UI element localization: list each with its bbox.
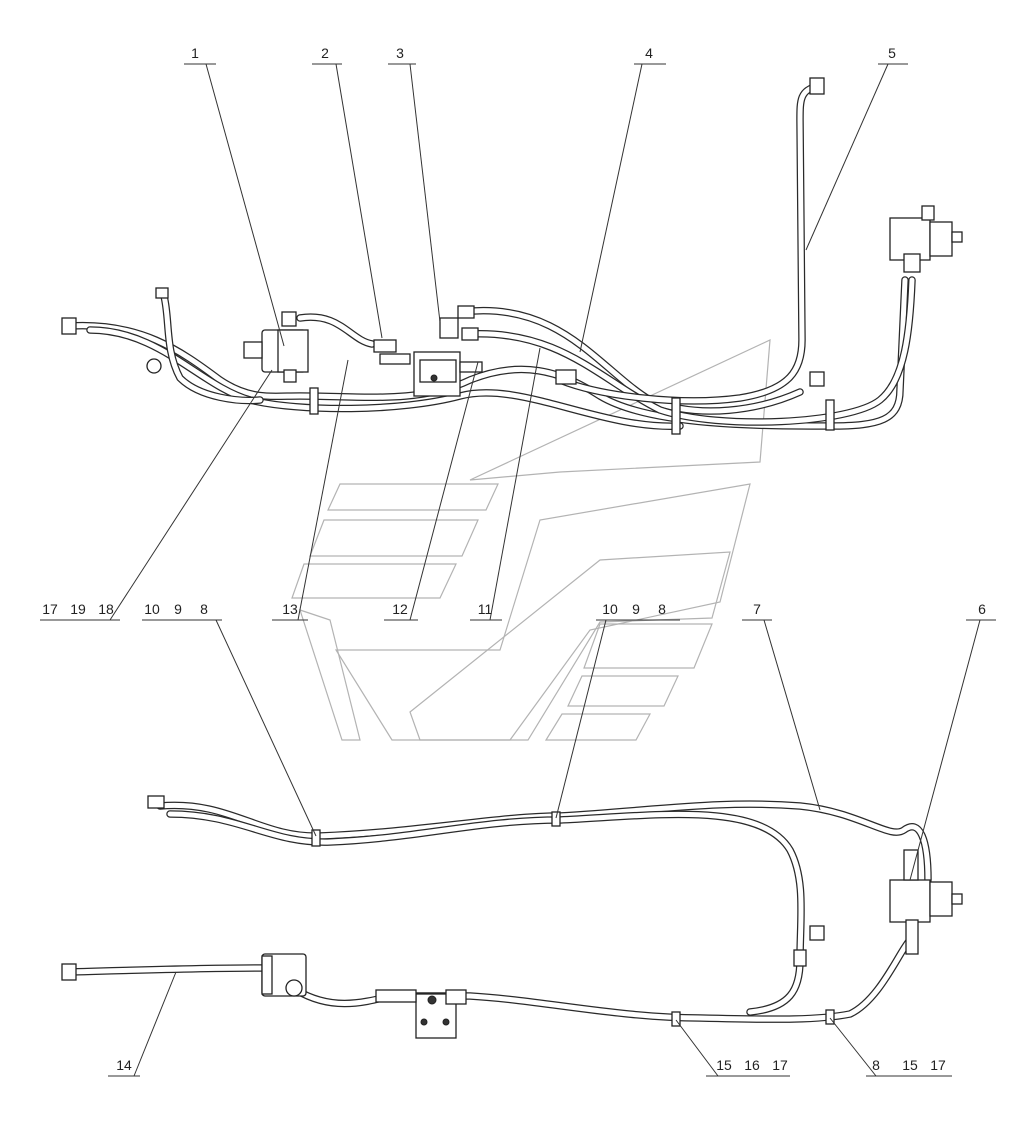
valve-bottom <box>375 989 467 1039</box>
callout-10: 10 <box>144 601 160 617</box>
callout-3: 3 <box>396 45 404 61</box>
clamp <box>793 949 807 967</box>
callout-12: 12 <box>392 601 408 617</box>
callout-6: 6 <box>978 601 986 617</box>
pump-right-top <box>889 205 963 273</box>
callout-15: 15 <box>716 1057 732 1073</box>
callout-11: 11 <box>478 601 493 617</box>
callout-16: 16 <box>744 1057 760 1073</box>
fitting-upper-left-bottom <box>147 795 165 809</box>
fitting-upper-left <box>155 287 169 299</box>
callout-19: 19 <box>70 601 86 617</box>
callout-7: 7 <box>753 601 761 617</box>
callout-17: 17 <box>772 1057 788 1073</box>
fitting-hose-14 <box>61 963 77 981</box>
callout-9: 9 <box>632 601 640 617</box>
clamp <box>825 399 835 431</box>
fitting-right-mid <box>809 925 825 941</box>
clamp <box>825 1009 835 1025</box>
bottom-assembly <box>61 795 963 1039</box>
leader-lines <box>40 63 996 1077</box>
callout-14: 14 <box>116 1057 132 1073</box>
pump-bottom-left <box>261 953 307 997</box>
clamp <box>311 829 321 847</box>
callout-13: 13 <box>282 601 298 617</box>
clamp <box>671 397 681 435</box>
fitting-elbow-left <box>146 358 162 374</box>
callout-8: 8 <box>200 601 208 617</box>
fitting-left-inlet <box>61 317 77 335</box>
clamp <box>551 811 561 827</box>
callout-9: 9 <box>174 601 182 617</box>
callout-8: 8 <box>658 601 666 617</box>
callout-17: 17 <box>930 1057 946 1073</box>
callout-10: 10 <box>602 601 618 617</box>
callout-1: 1 <box>191 45 199 61</box>
fitting-right-elbow <box>809 371 825 387</box>
callout-2: 2 <box>321 45 329 61</box>
callout-labels: 1 2 3 4 5 17 19 18 10 9 8 13 12 11 10 9 … <box>42 45 986 1073</box>
top-assembly <box>61 77 963 435</box>
callout-5: 5 <box>888 45 896 61</box>
clamp <box>309 387 319 415</box>
callout-8: 8 <box>872 1057 880 1073</box>
valve-block-3 <box>373 305 483 397</box>
callout-4: 4 <box>645 45 653 61</box>
clamp <box>555 369 577 385</box>
pump-right-bottom <box>889 849 963 955</box>
pump-1 <box>243 311 309 383</box>
callout-15: 15 <box>902 1057 918 1073</box>
callout-17: 17 <box>42 601 58 617</box>
clamp <box>671 1011 681 1027</box>
fitting-top-hose-5 <box>809 77 825 95</box>
callout-18: 18 <box>98 601 114 617</box>
